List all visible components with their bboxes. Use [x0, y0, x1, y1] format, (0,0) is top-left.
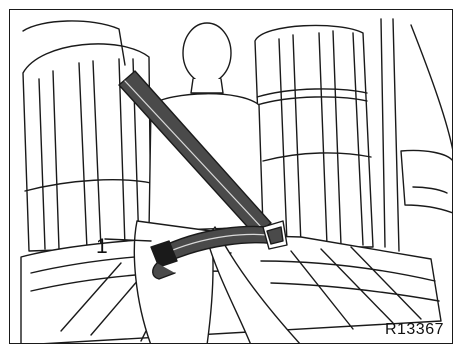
callout-number-1: 1	[96, 235, 108, 259]
illustration-frame: 1 R13367	[9, 9, 453, 344]
rear-seat-seatbelt-illustration	[10, 10, 453, 344]
figure-code-label: R13367	[385, 321, 444, 339]
left-seatback	[23, 21, 151, 251]
door-frame	[381, 19, 453, 251]
right-seatback	[255, 25, 373, 247]
